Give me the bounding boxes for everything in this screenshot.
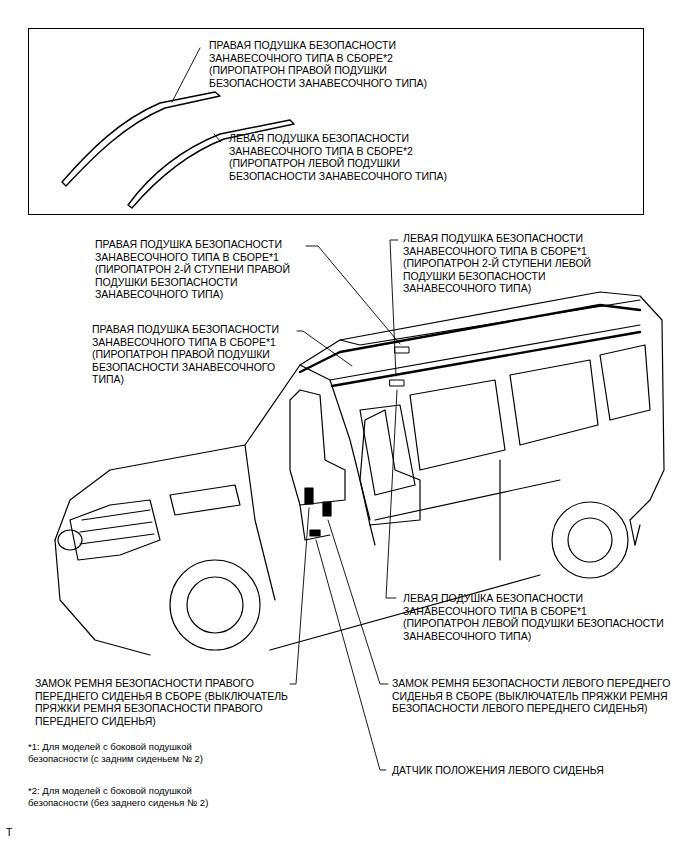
footnote: *2: Для моделей с боковой подушкой безоп… <box>28 785 243 808</box>
part-label: ЛЕВАЯ ПОДУШКА БЕЗОПАСНОСТИ ЗАНАВЕСОЧНОГО… <box>229 132 479 182</box>
part-label: ЗАМОК РЕМНЯ БЕЗОПАСНОСТИ ЛЕВОГО ПЕРЕДНЕГ… <box>392 677 680 715</box>
part-label: ПРАВАЯ ПОДУШКА БЕЗОПАСНОСТИ ЗАНАВЕСОЧНОГ… <box>92 323 300 386</box>
figure-code: T <box>6 826 26 839</box>
part-label: ДАТЧИК ПОЛОЖЕНИЯ ЛЕВОГО СИДЕНЬЯ <box>392 764 672 777</box>
part-label: ЛЕВАЯ ПОДУШКА БЕЗОПАСНОСТИ ЗАНАВЕСОЧНОГО… <box>403 592 665 642</box>
part-label: ПРАВАЯ ПОДУШКА БЕЗОПАСНОСТИ ЗАНАВЕСОЧНОГ… <box>209 39 459 89</box>
part-label: ПРАВАЯ ПОДУШКА БЕЗОПАСНОСТИ ЗАНАВЕСОЧНОГ… <box>95 238 327 301</box>
part-label: ЗАМОК РЕМНЯ БЕЗОПАСНОСТИ ПРАВОГО ПЕРЕДНЕ… <box>35 677 320 727</box>
footnote: *1: Для моделей с боковой подушкой безоп… <box>28 741 243 764</box>
part-label: ЛЕВАЯ ПОДУШКА БЕЗОПАСНОСТИ ЗАНАВЕСОЧНОГО… <box>403 232 625 295</box>
inset-frame: ПРАВАЯ ПОДУШКА БЕЗОПАСНОСТИ ЗАНАВЕСОЧНОГ… <box>28 28 644 215</box>
